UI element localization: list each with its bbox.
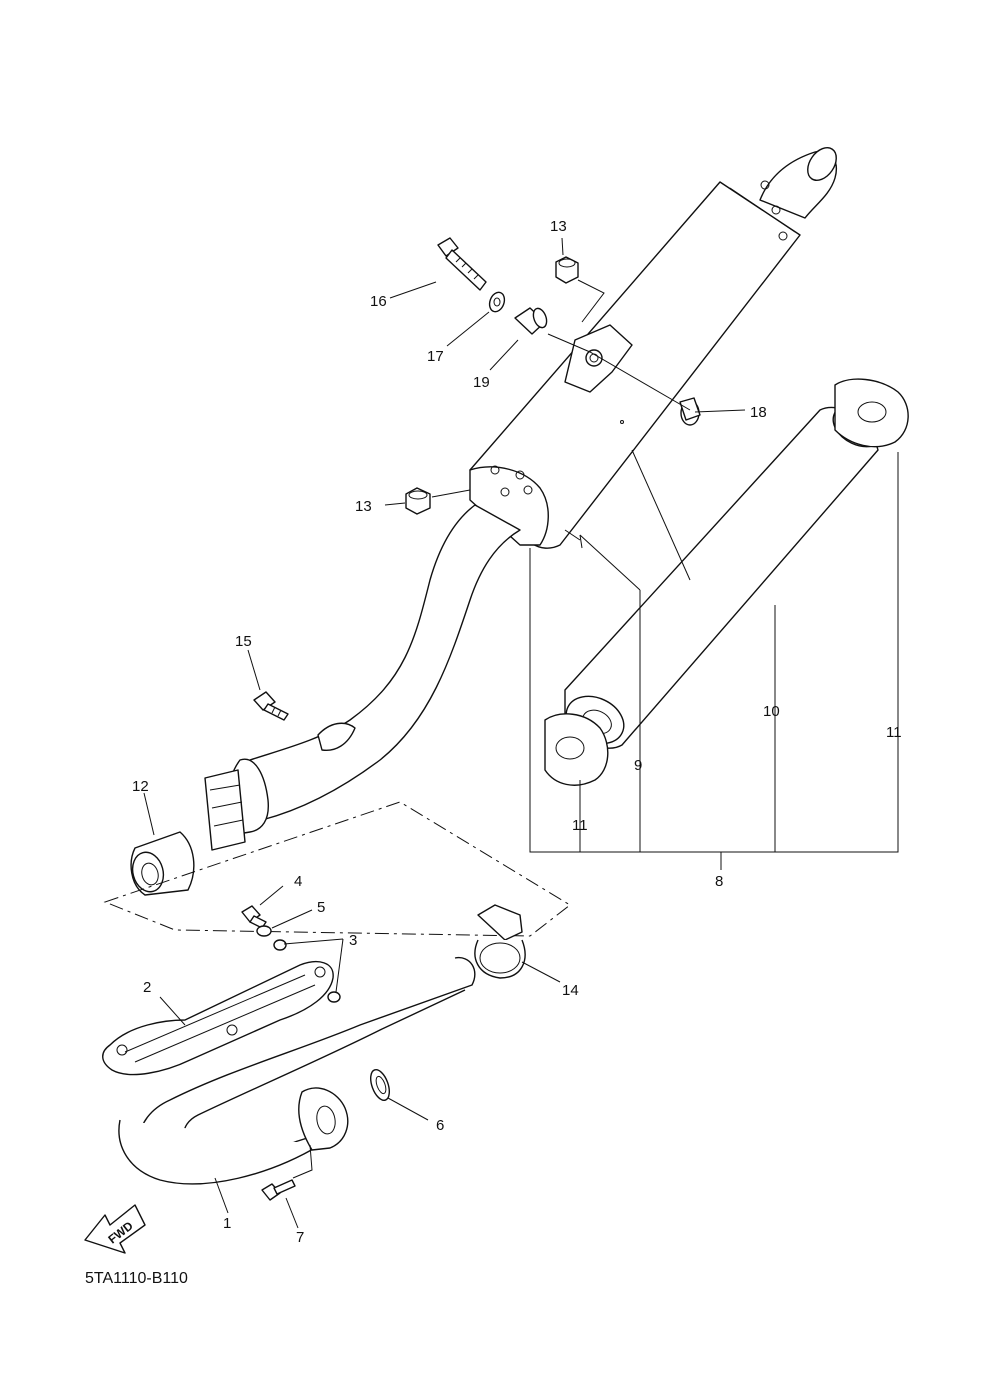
- callout-2: 2: [143, 979, 151, 996]
- callout-11-front: 11: [572, 817, 588, 834]
- clamp-14: [474, 904, 526, 979]
- callout-10: 10: [763, 703, 780, 720]
- exhaust-pipe-1: [118, 956, 476, 1185]
- mid-pipe: [204, 504, 521, 851]
- gasket-rear: [834, 378, 909, 448]
- callout-12: 12: [132, 778, 149, 795]
- callout-15: 15: [235, 633, 252, 650]
- diagram-code: 5TA1110-B110: [85, 1270, 188, 1287]
- washer-17: [488, 291, 506, 313]
- callout-14: 14: [562, 982, 579, 999]
- callout-13-lower: 13: [355, 498, 372, 515]
- callout-8: 8: [715, 873, 723, 890]
- nut-13-lower: [405, 487, 431, 515]
- bolt-15: [253, 691, 289, 721]
- bolt-7: [261, 1179, 296, 1201]
- callout-7: 7: [296, 1229, 304, 1246]
- sleeve-12: [130, 831, 195, 896]
- callout-1: 1: [223, 1215, 231, 1232]
- muffler-assembly: [469, 147, 837, 549]
- callout-13-top: 13: [550, 218, 567, 235]
- callout-5: 5: [317, 899, 325, 916]
- callout-numbers: 1 2 3 4 5 6 7 8 9 10 11 11 12 13 13 14 1…: [132, 218, 902, 1246]
- callout-6: 6: [436, 1117, 444, 1134]
- nut-13-top: [555, 256, 579, 284]
- washer-5: [256, 925, 272, 937]
- callout-17: 17: [427, 348, 444, 365]
- bolt-16: [437, 237, 487, 291]
- callout-18: 18: [750, 404, 767, 421]
- callout-19: 19: [473, 374, 490, 391]
- washers-3: [273, 939, 341, 1003]
- callout-16: 16: [370, 293, 387, 310]
- heat-protector-2: [102, 961, 334, 1076]
- gasket-front: [544, 713, 609, 786]
- callout-9: 9: [634, 757, 642, 774]
- callout-11-rear: 11: [886, 724, 902, 741]
- bolt-4: [241, 905, 267, 929]
- collar-19: [514, 307, 548, 335]
- gasket-6: [370, 1069, 390, 1101]
- leader-lines: [143, 237, 899, 1229]
- callout-4: 4: [294, 873, 302, 890]
- callout-3: 3: [349, 932, 357, 949]
- forward-arrow-icon: [84, 1204, 146, 1254]
